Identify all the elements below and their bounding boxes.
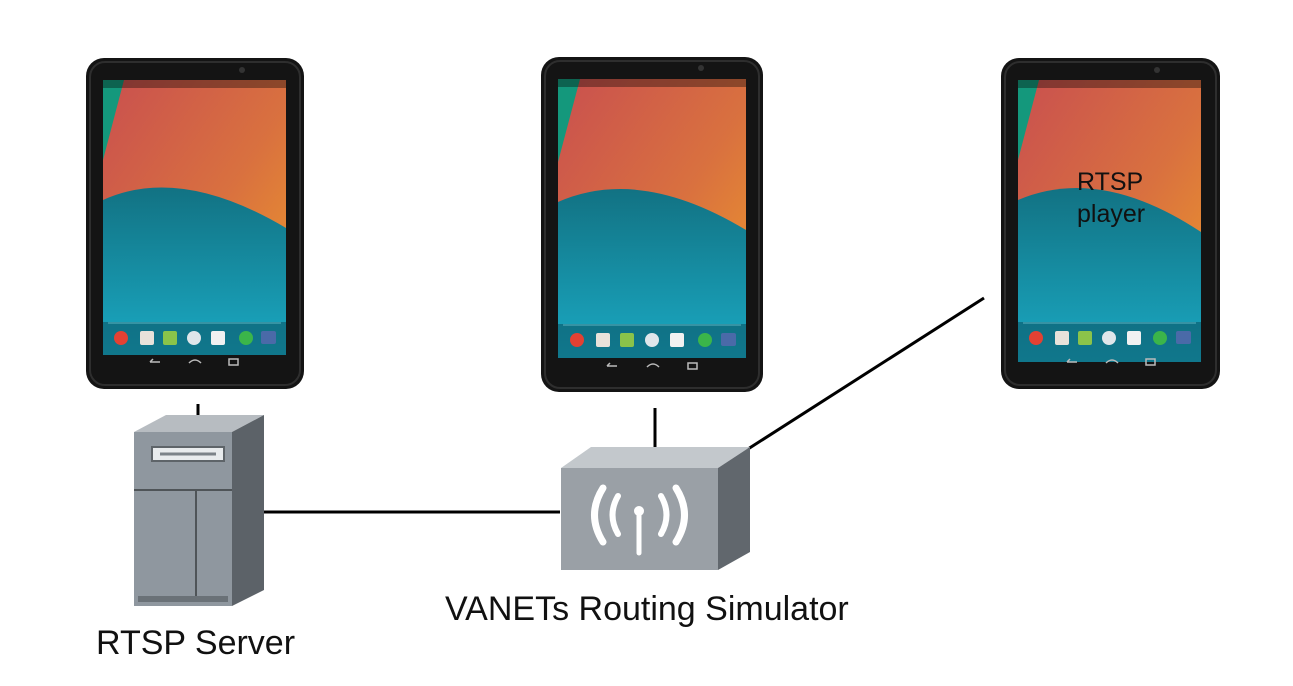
home-icon <box>1105 359 1119 364</box>
recents-icon <box>228 358 239 366</box>
recents-icon <box>687 362 698 370</box>
link-router-to-player <box>747 296 985 451</box>
tablet-middle <box>541 57 763 392</box>
play-store-icon <box>1176 331 1191 344</box>
connection-lines <box>196 296 985 514</box>
chrome-icon <box>1029 331 1043 345</box>
front-camera <box>239 67 245 73</box>
hangouts-icon <box>239 331 253 345</box>
play-store-icon <box>261 331 276 344</box>
server-side <box>232 415 264 606</box>
dock-icons <box>1029 331 1191 345</box>
home-icon <box>188 359 202 364</box>
back-icon <box>1066 358 1077 363</box>
nav-buttons <box>149 358 239 366</box>
nav-buttons <box>1066 358 1156 366</box>
youtube-icon <box>1055 331 1069 345</box>
tablet-left <box>86 58 304 389</box>
tablet-right: RTSP player <box>1001 58 1220 389</box>
maps-icon <box>1078 331 1092 345</box>
apps-icon <box>1102 331 1116 345</box>
wireless-signal-icon <box>591 484 688 556</box>
back-icon <box>606 362 617 367</box>
maps-icon <box>620 333 634 347</box>
gmail-icon <box>211 331 225 345</box>
tablet-screen <box>103 80 286 355</box>
chrome-icon <box>114 331 128 345</box>
hangouts-icon <box>1153 331 1167 345</box>
hangouts-icon <box>698 333 712 347</box>
nav-buttons <box>606 362 698 370</box>
server-label: RTSP Server <box>96 624 295 662</box>
maps-icon <box>163 331 177 345</box>
dock-icons <box>114 331 276 345</box>
router-icon <box>561 447 750 570</box>
back-icon <box>149 358 160 363</box>
youtube-icon <box>140 331 154 345</box>
apps-icon <box>645 333 659 347</box>
player-label-line2: player <box>1077 200 1145 228</box>
tablet-screen <box>1018 80 1201 362</box>
player-label-line1: RTSP <box>1077 168 1143 196</box>
youtube-icon <box>596 333 610 347</box>
recents-icon <box>1145 358 1156 366</box>
home-icon <box>646 363 660 368</box>
dock-icons <box>570 333 736 347</box>
gmail-icon <box>670 333 684 347</box>
gmail-icon <box>1127 331 1141 345</box>
server-top <box>134 415 264 432</box>
tablet-screen <box>558 79 746 358</box>
router-top <box>561 447 750 468</box>
router-side <box>718 447 750 570</box>
play-store-icon <box>721 333 736 346</box>
front-camera <box>698 65 704 71</box>
apps-icon <box>187 331 201 345</box>
router-label: VANETs Routing Simulator <box>445 590 849 628</box>
front-camera <box>1154 67 1160 73</box>
server-icon <box>134 415 264 606</box>
chrome-icon <box>570 333 584 347</box>
